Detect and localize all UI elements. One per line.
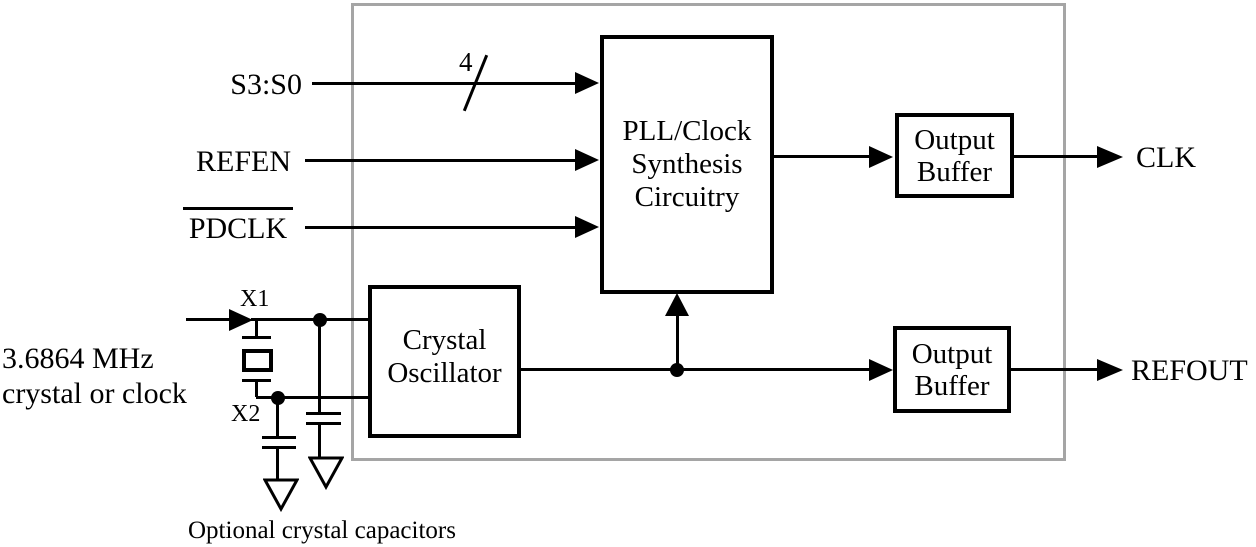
x1-input-wire	[186, 318, 229, 321]
refout-label: REFOUT	[1131, 354, 1248, 387]
x2-pin-label: X2	[231, 401, 261, 427]
frequency-note: 3.6864 MHz crystal or clock	[2, 341, 187, 411]
pdclk-label: PDCLK	[183, 207, 293, 247]
feedback-arrowhead	[665, 293, 689, 316]
s3s0-wire	[312, 82, 576, 85]
x1-pin-label: X1	[240, 286, 270, 312]
feedback-junction-dot	[670, 363, 684, 377]
pll-label-line1: PLL/Clock	[622, 115, 752, 147]
refout-wire	[1011, 368, 1099, 371]
output-buffer-refout-block: Output Buffer	[893, 326, 1011, 413]
output-buffer-refout-line2: Buffer	[914, 369, 990, 402]
x2-capacitor-plate-top	[262, 436, 296, 439]
output-buffer-refout-line1: Output	[911, 337, 993, 370]
pll-block: PLL/Clock Synthesis Circuitry	[600, 35, 774, 294]
ground-symbol-left	[263, 478, 299, 512]
oscillator-to-buffer-arrowhead	[869, 359, 893, 381]
pdclk-arrowhead	[575, 216, 599, 238]
pdclk-wire	[305, 226, 576, 229]
output-buffer-clk-line2: Buffer	[916, 155, 993, 188]
bus-width-label: 4	[459, 47, 473, 77]
x1-capacitor-wire-bottom	[318, 425, 321, 458]
frequency-note-line1: 3.6864 MHz	[2, 342, 154, 375]
pdclk-text: PDCLK	[188, 212, 288, 245]
x1-capacitor-wire-top	[318, 320, 321, 413]
crystal-oscillator-line2: Oscillator	[387, 356, 502, 389]
clk-arrowhead	[1097, 146, 1123, 168]
x1-capacitor-plate-bottom	[306, 422, 341, 425]
crystal-oscillator-line1: Crystal	[402, 323, 487, 356]
crystal-bottom-plate	[242, 379, 271, 382]
crystal-oscillator-block: Crystal Oscillator	[368, 285, 521, 438]
clk-label: CLK	[1136, 141, 1196, 174]
x1-input-arrowhead	[229, 309, 253, 331]
pll-to-buffer-arrowhead	[869, 146, 893, 168]
output-buffer-clk-block: Output Buffer	[895, 113, 1014, 198]
refen-arrowhead	[575, 149, 599, 171]
x2-capacitor-wire-top	[276, 397, 279, 437]
optional-capacitors-caption: Optional crystal capacitors	[188, 517, 456, 544]
x2-capacitor-plate-bottom	[262, 446, 296, 449]
crystal-bottom-stub	[255, 382, 258, 397]
frequency-note-line2: crystal or clock	[2, 377, 187, 410]
refout-arrowhead	[1097, 359, 1123, 381]
s3s0-arrowhead	[575, 72, 599, 94]
clk-wire	[1014, 155, 1099, 158]
chip-boundary	[351, 3, 1066, 461]
crystal-top-stub	[255, 320, 258, 337]
x2-capacitor-wire-bottom	[276, 449, 279, 480]
x1-capacitor-plate-top	[306, 412, 341, 415]
crystal-symbol	[242, 349, 273, 372]
x1-wire	[251, 318, 368, 321]
x2-wire	[256, 396, 368, 399]
crystal-top-plate	[242, 336, 271, 339]
ground-symbol-right	[308, 456, 344, 490]
feedback-wire	[676, 314, 679, 370]
oscillator-output-wire	[521, 368, 870, 371]
pll-to-buffer-wire	[774, 155, 870, 158]
s3s0-label: S3:S0	[230, 68, 302, 101]
refen-wire	[305, 159, 576, 162]
pll-label-line2: Synthesis	[631, 148, 743, 180]
pll-label-line3: Circuitry	[634, 181, 740, 213]
output-buffer-clk-line1: Output	[914, 123, 995, 156]
refen-label: REFEN	[196, 145, 292, 178]
